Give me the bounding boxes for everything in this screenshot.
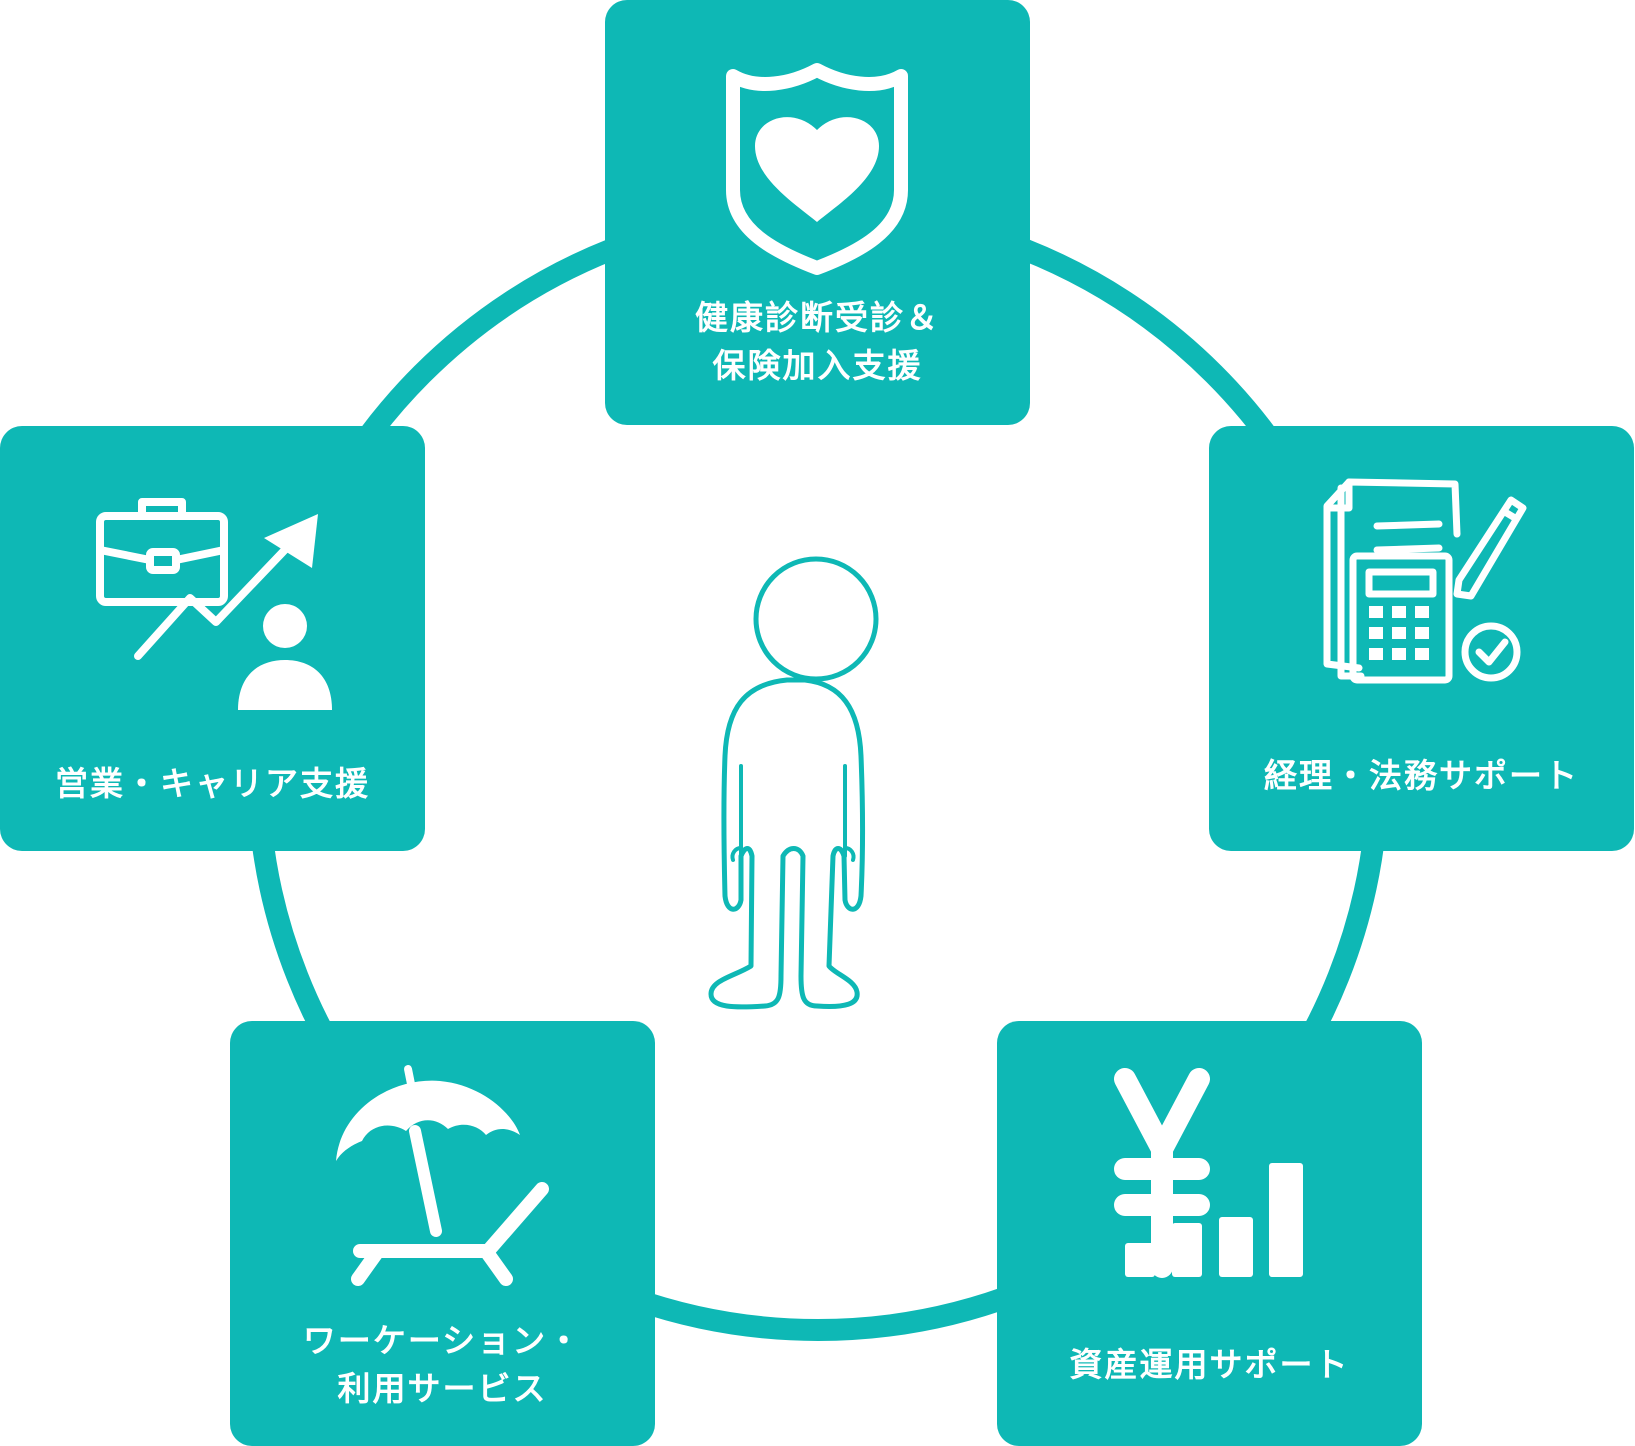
- card-health-insurance: 健康診断受診＆ 保険加入支援: [605, 0, 1030, 425]
- person-outline-icon: [708, 556, 879, 1010]
- shield-heart-icon: [726, 63, 908, 275]
- yen-bar-chart-icon: [1114, 1068, 1303, 1278]
- card-workation-label: ワーケーション・ 利用サービス: [302, 1321, 583, 1408]
- document-calculator-pen-check-icon: [1323, 478, 1527, 684]
- card-sales-career: 営業・キャリア支援: [0, 426, 425, 851]
- beach-umbrella-lounger-icon: [336, 1065, 549, 1286]
- briefcase-growth-person-icon: [96, 498, 332, 710]
- card-workation-services: ワーケーション・ 利用サービス: [230, 1021, 655, 1446]
- card-health-label: 健康診断受診＆ 保険加入支援: [695, 298, 940, 385]
- card-accounting-legal: 経理・法務サポート: [1209, 426, 1634, 851]
- card-asset-management: 資産運用サポート: [997, 1021, 1422, 1446]
- card-career-label: 営業・キャリア支援: [55, 764, 370, 803]
- card-assets-label: 資産運用サポート: [1069, 1345, 1350, 1384]
- card-accounting-label: 経理・法務サポート: [1264, 756, 1579, 795]
